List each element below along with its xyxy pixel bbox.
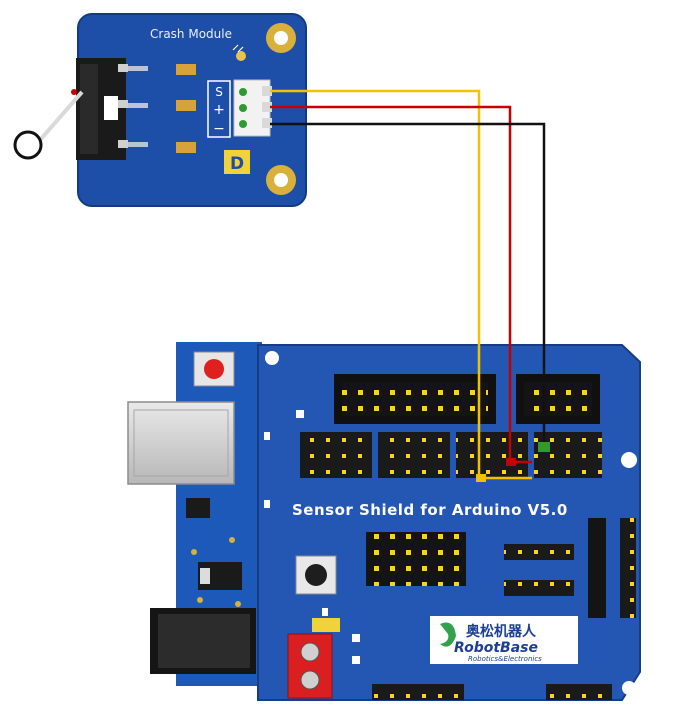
shield-reset-button xyxy=(295,555,337,595)
brand-name: RobotBase xyxy=(454,640,538,656)
smd-resistors xyxy=(176,64,196,153)
header-bottom-right xyxy=(546,684,612,700)
arduino-reset-button xyxy=(193,351,235,387)
module-connector xyxy=(233,79,272,137)
power-terminal xyxy=(287,618,340,699)
robotbase-logo: 奥松机器人 RobotBase Robotics&Electronics xyxy=(430,616,578,664)
mount-hole-top xyxy=(266,23,296,53)
shield-title: Sensor Shield for Arduino V5.0 xyxy=(292,501,568,519)
mount-hole-bottom xyxy=(266,165,296,195)
header-middle xyxy=(366,532,466,586)
header-top-left xyxy=(334,374,496,424)
switch-pins xyxy=(128,66,148,147)
header-bottom-left xyxy=(372,684,464,700)
led-icon xyxy=(232,44,246,61)
pin-label-plus: + xyxy=(213,102,225,118)
wire-vcc xyxy=(270,105,532,464)
header-right-row-2 xyxy=(504,580,574,596)
header-vertical-right xyxy=(588,518,636,618)
sensor-header-4 xyxy=(534,432,602,478)
module-title: Crash Module xyxy=(150,27,232,41)
digital-badge: D xyxy=(224,150,250,174)
wire-gnd xyxy=(270,122,546,446)
usb-connector xyxy=(127,401,235,485)
wires xyxy=(270,89,550,482)
sensor-shield: Sensor Shield for Arduino V5.0 xyxy=(257,344,641,701)
sensor-header-2 xyxy=(378,432,450,478)
svg-text:D: D xyxy=(230,154,244,174)
power-jack xyxy=(150,608,256,674)
header-top-right xyxy=(516,374,600,424)
brand-tagline: Robotics&Electronics xyxy=(468,655,542,663)
pin-label-minus: − xyxy=(213,121,225,137)
arduino-board xyxy=(127,342,262,686)
micro-switch xyxy=(13,58,128,160)
wire-signal xyxy=(270,89,532,480)
header-right-row-1 xyxy=(504,544,574,560)
pin-label-s: S xyxy=(215,85,223,99)
crash-module: Crash Module xyxy=(13,13,307,207)
sensor-header-1 xyxy=(300,432,372,478)
pin-label-box: S + − xyxy=(207,80,231,138)
brand-chinese: 奥松机器人 xyxy=(466,623,537,640)
sensor-header-3 xyxy=(456,432,528,478)
